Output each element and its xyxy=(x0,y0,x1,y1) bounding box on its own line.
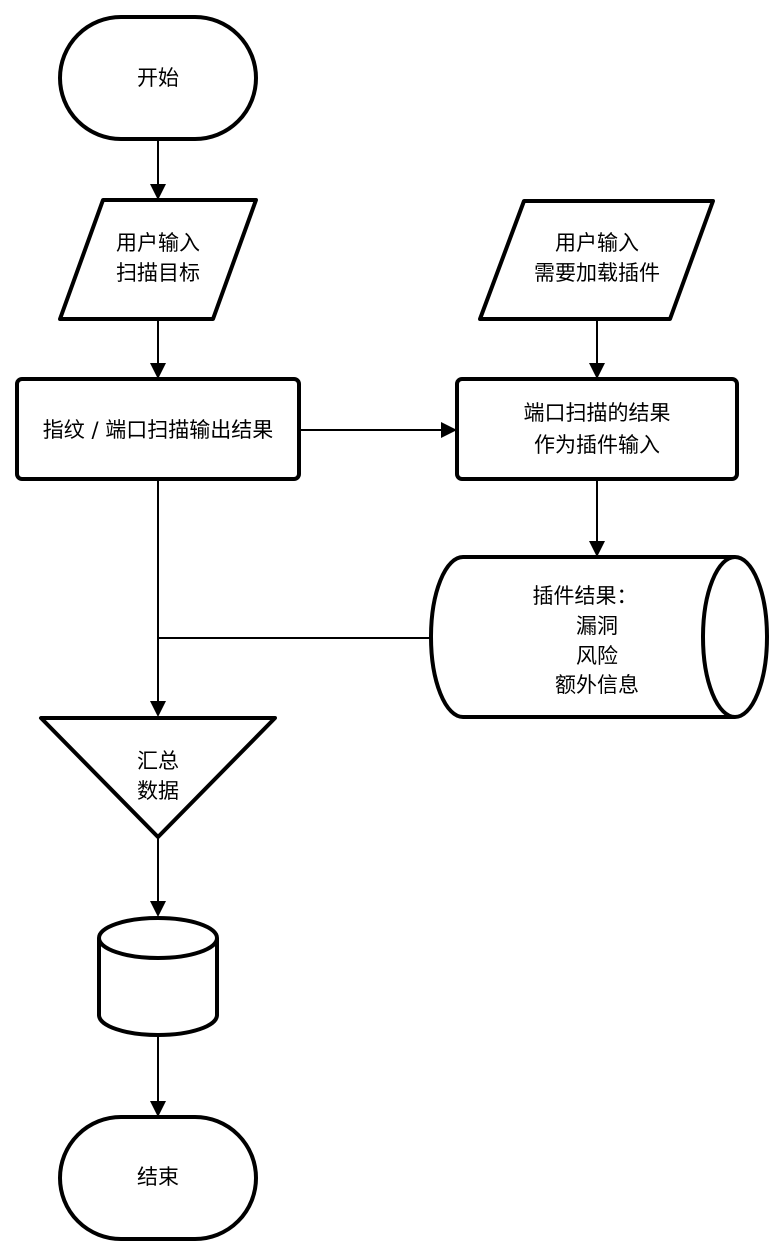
process-scan: 指纹 / 端口扫描输出结果 xyxy=(15,377,301,481)
plugin-results-line-3: 风险 xyxy=(576,644,618,668)
arrowhead-scan-to-merge xyxy=(150,701,166,717)
arrowhead-scan-to-plugin-process xyxy=(441,422,457,438)
arrowhead-input-plugins-to-plugin-process xyxy=(589,363,605,379)
arrowhead-start-to-input-target xyxy=(150,184,166,200)
end-label: 结束 xyxy=(137,1165,179,1189)
start-shape xyxy=(58,15,258,141)
process-scan-label: 指纹 / 端口扫描输出结果 xyxy=(43,418,273,442)
arrowhead-input-target-to-scan xyxy=(150,363,166,379)
plugin-results-line-2: 漏洞 xyxy=(576,614,618,638)
process-plugin-input-line-2: 作为插件输入 xyxy=(534,433,660,457)
start-terminator: 开始 xyxy=(58,15,258,141)
process-scan-shape xyxy=(15,377,301,481)
arrowhead-database-to-end xyxy=(150,1101,166,1117)
arrowhead-merge-to-database xyxy=(150,901,166,917)
input-scan-target: 用户输入 扫描目标 xyxy=(58,198,258,321)
plugin-results-storage: 插件结果： 漏洞 风险 额外信息 xyxy=(429,555,769,719)
arrowhead-plugin-process-to-results xyxy=(589,541,605,557)
database xyxy=(97,916,219,1037)
process-plugin-input-shape xyxy=(455,377,739,481)
plugin-results-line-4: 额外信息 xyxy=(555,673,639,697)
input-scan-target-line-2: 扫描目标 xyxy=(116,261,200,285)
end-shape xyxy=(58,1115,258,1241)
merge-data: 汇总 数据 xyxy=(39,716,277,839)
plugin-results-end-cap xyxy=(701,555,736,719)
input-plugins-shape xyxy=(478,199,715,321)
input-plugins: 用户输入 需要加载插件 xyxy=(478,199,715,321)
plugin-results-line-1: 插件结果： xyxy=(533,584,638,608)
end-terminator: 结束 xyxy=(58,1115,258,1241)
input-scan-target-shape xyxy=(58,198,258,321)
input-scan-target-line-1: 用户输入 xyxy=(116,231,200,255)
process-plugin-input-line-1: 端口扫描的结果 xyxy=(524,401,671,425)
merge-data-line-2: 数据 xyxy=(137,779,179,803)
database-top xyxy=(97,916,219,960)
merge-data-shape xyxy=(39,716,277,839)
start-label: 开始 xyxy=(137,66,179,90)
input-plugins-line-2: 需要加载插件 xyxy=(534,261,660,285)
connectors xyxy=(150,139,605,1117)
input-plugins-line-1: 用户输入 xyxy=(555,231,639,255)
merge-data-line-1: 汇总 xyxy=(137,749,179,773)
database-body xyxy=(97,938,219,1037)
process-plugin-input: 端口扫描的结果 作为插件输入 xyxy=(455,377,739,481)
